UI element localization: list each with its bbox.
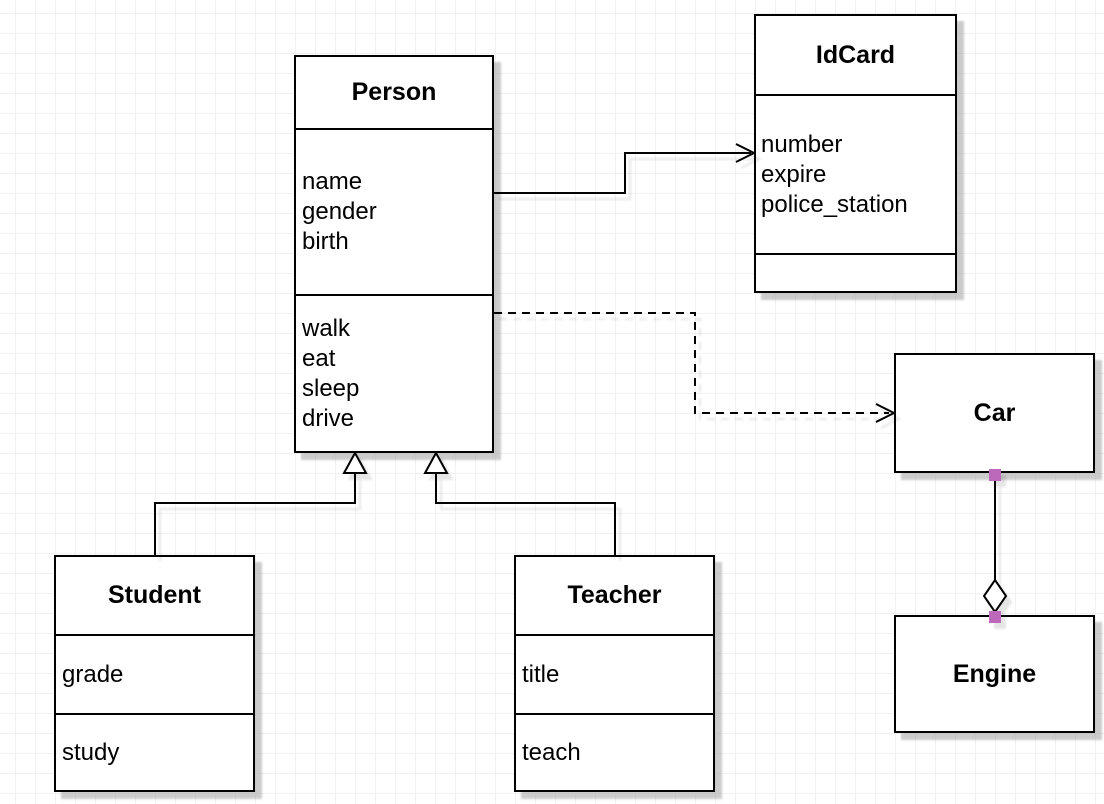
attributes-section: number expire police_station (756, 94, 955, 253)
class-title: IdCard (815, 40, 896, 69)
method-item: study (62, 738, 120, 766)
attribute-item: number (761, 130, 843, 158)
method-item: teach (522, 738, 581, 766)
method-item: walk (302, 314, 351, 342)
attributes-section: name gender birth (296, 128, 492, 294)
class-title: Car (973, 398, 1016, 427)
methods-section: walk eat sleep drive (296, 294, 492, 451)
edge-student-person[interactable] (154, 450, 368, 555)
attribute-item: title (522, 660, 560, 688)
attribute-item: police_station (761, 190, 908, 218)
class-title: Person (351, 78, 437, 106)
aggregation-diamond-icon (982, 578, 1008, 614)
class-box-engine[interactable]: Engine (894, 615, 1095, 733)
attribute-item: name (302, 168, 363, 195)
open-arrow-icon (735, 143, 757, 163)
class-box-idcard[interactable]: IdCard number expire police_station (754, 14, 957, 293)
class-title: Engine (952, 659, 1037, 688)
class-title: Student (107, 581, 202, 609)
edge-teacher-person[interactable] (423, 450, 616, 555)
methods-section: study (56, 713, 253, 790)
method-item: sleep (302, 374, 360, 402)
class-box-student[interactable]: Student grade study (54, 555, 255, 792)
method-item: drive (302, 404, 355, 432)
edge-person-car[interactable] (494, 312, 897, 423)
generalization-triangle-icon (423, 450, 449, 474)
class-box-teacher[interactable]: Teacher title teach (514, 555, 715, 792)
class-title: Teacher (567, 581, 662, 609)
attribute-item: grade (62, 660, 124, 688)
attributes-section: title (516, 634, 713, 713)
class-box-person[interactable]: Person name gender birth walk eat sleep … (294, 55, 494, 453)
connection-endpoint-marker[interactable] (989, 469, 1001, 481)
edge-person-idcard[interactable] (494, 143, 757, 194)
attribute-item: expire (761, 160, 827, 188)
open-arrow-icon (875, 403, 897, 423)
methods-section-empty (756, 253, 955, 291)
attribute-item: gender (302, 198, 377, 225)
connection-endpoint-marker[interactable] (989, 611, 1001, 623)
methods-section: teach (516, 713, 713, 790)
generalization-triangle-icon (342, 450, 368, 474)
attribute-item: birth (302, 228, 349, 255)
attributes-section: grade (56, 634, 253, 713)
class-box-car[interactable]: Car (894, 353, 1095, 473)
method-item: eat (302, 344, 336, 372)
edge-car-engine[interactable] (982, 469, 1008, 623)
